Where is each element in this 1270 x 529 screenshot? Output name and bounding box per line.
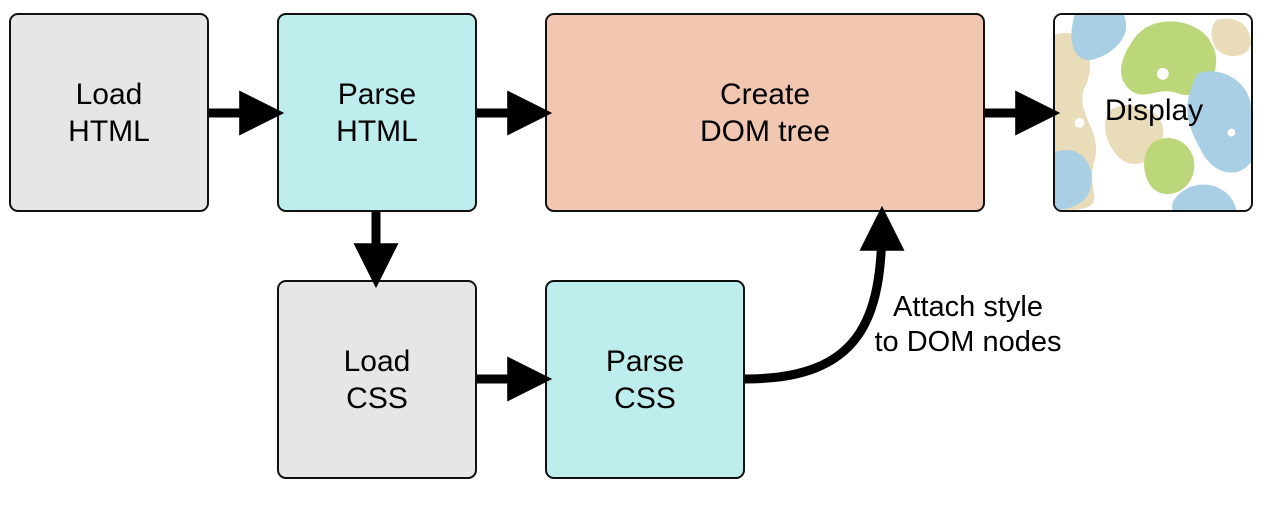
parse-html-line1: Parse (337, 77, 417, 111)
parse-html-line2: HTML (336, 114, 418, 148)
load-html-node: Load HTML (9, 13, 209, 212)
display-label: Display (1104, 94, 1204, 127)
load-css-line2: CSS (346, 381, 408, 415)
display-node: Display (1053, 13, 1253, 212)
load-html-line2: HTML (68, 114, 150, 148)
load-css-node: Load CSS (277, 280, 477, 479)
arrow-parse-css-to-create-dom (744, 205, 905, 384)
display-pattern-image (1055, 15, 1251, 210)
attach-style-label: Attach style to DOM nodes (858, 290, 1078, 360)
create-dom-line2: DOM tree (699, 114, 831, 148)
load-html-line1: Load (75, 77, 143, 111)
create-dom-line1: Create (719, 77, 811, 111)
load-css-line1: Load (343, 344, 411, 378)
parse-html-node: Parse HTML (277, 13, 477, 212)
attach-style-line1: Attach style (893, 291, 1043, 323)
create-dom-tree-node: Create DOM tree (545, 13, 985, 212)
parse-css-line2: CSS (614, 381, 676, 415)
attach-style-line2: to DOM nodes (874, 326, 1062, 358)
parse-css-line1: Parse (605, 344, 685, 378)
parse-css-node: Parse CSS (545, 280, 745, 479)
